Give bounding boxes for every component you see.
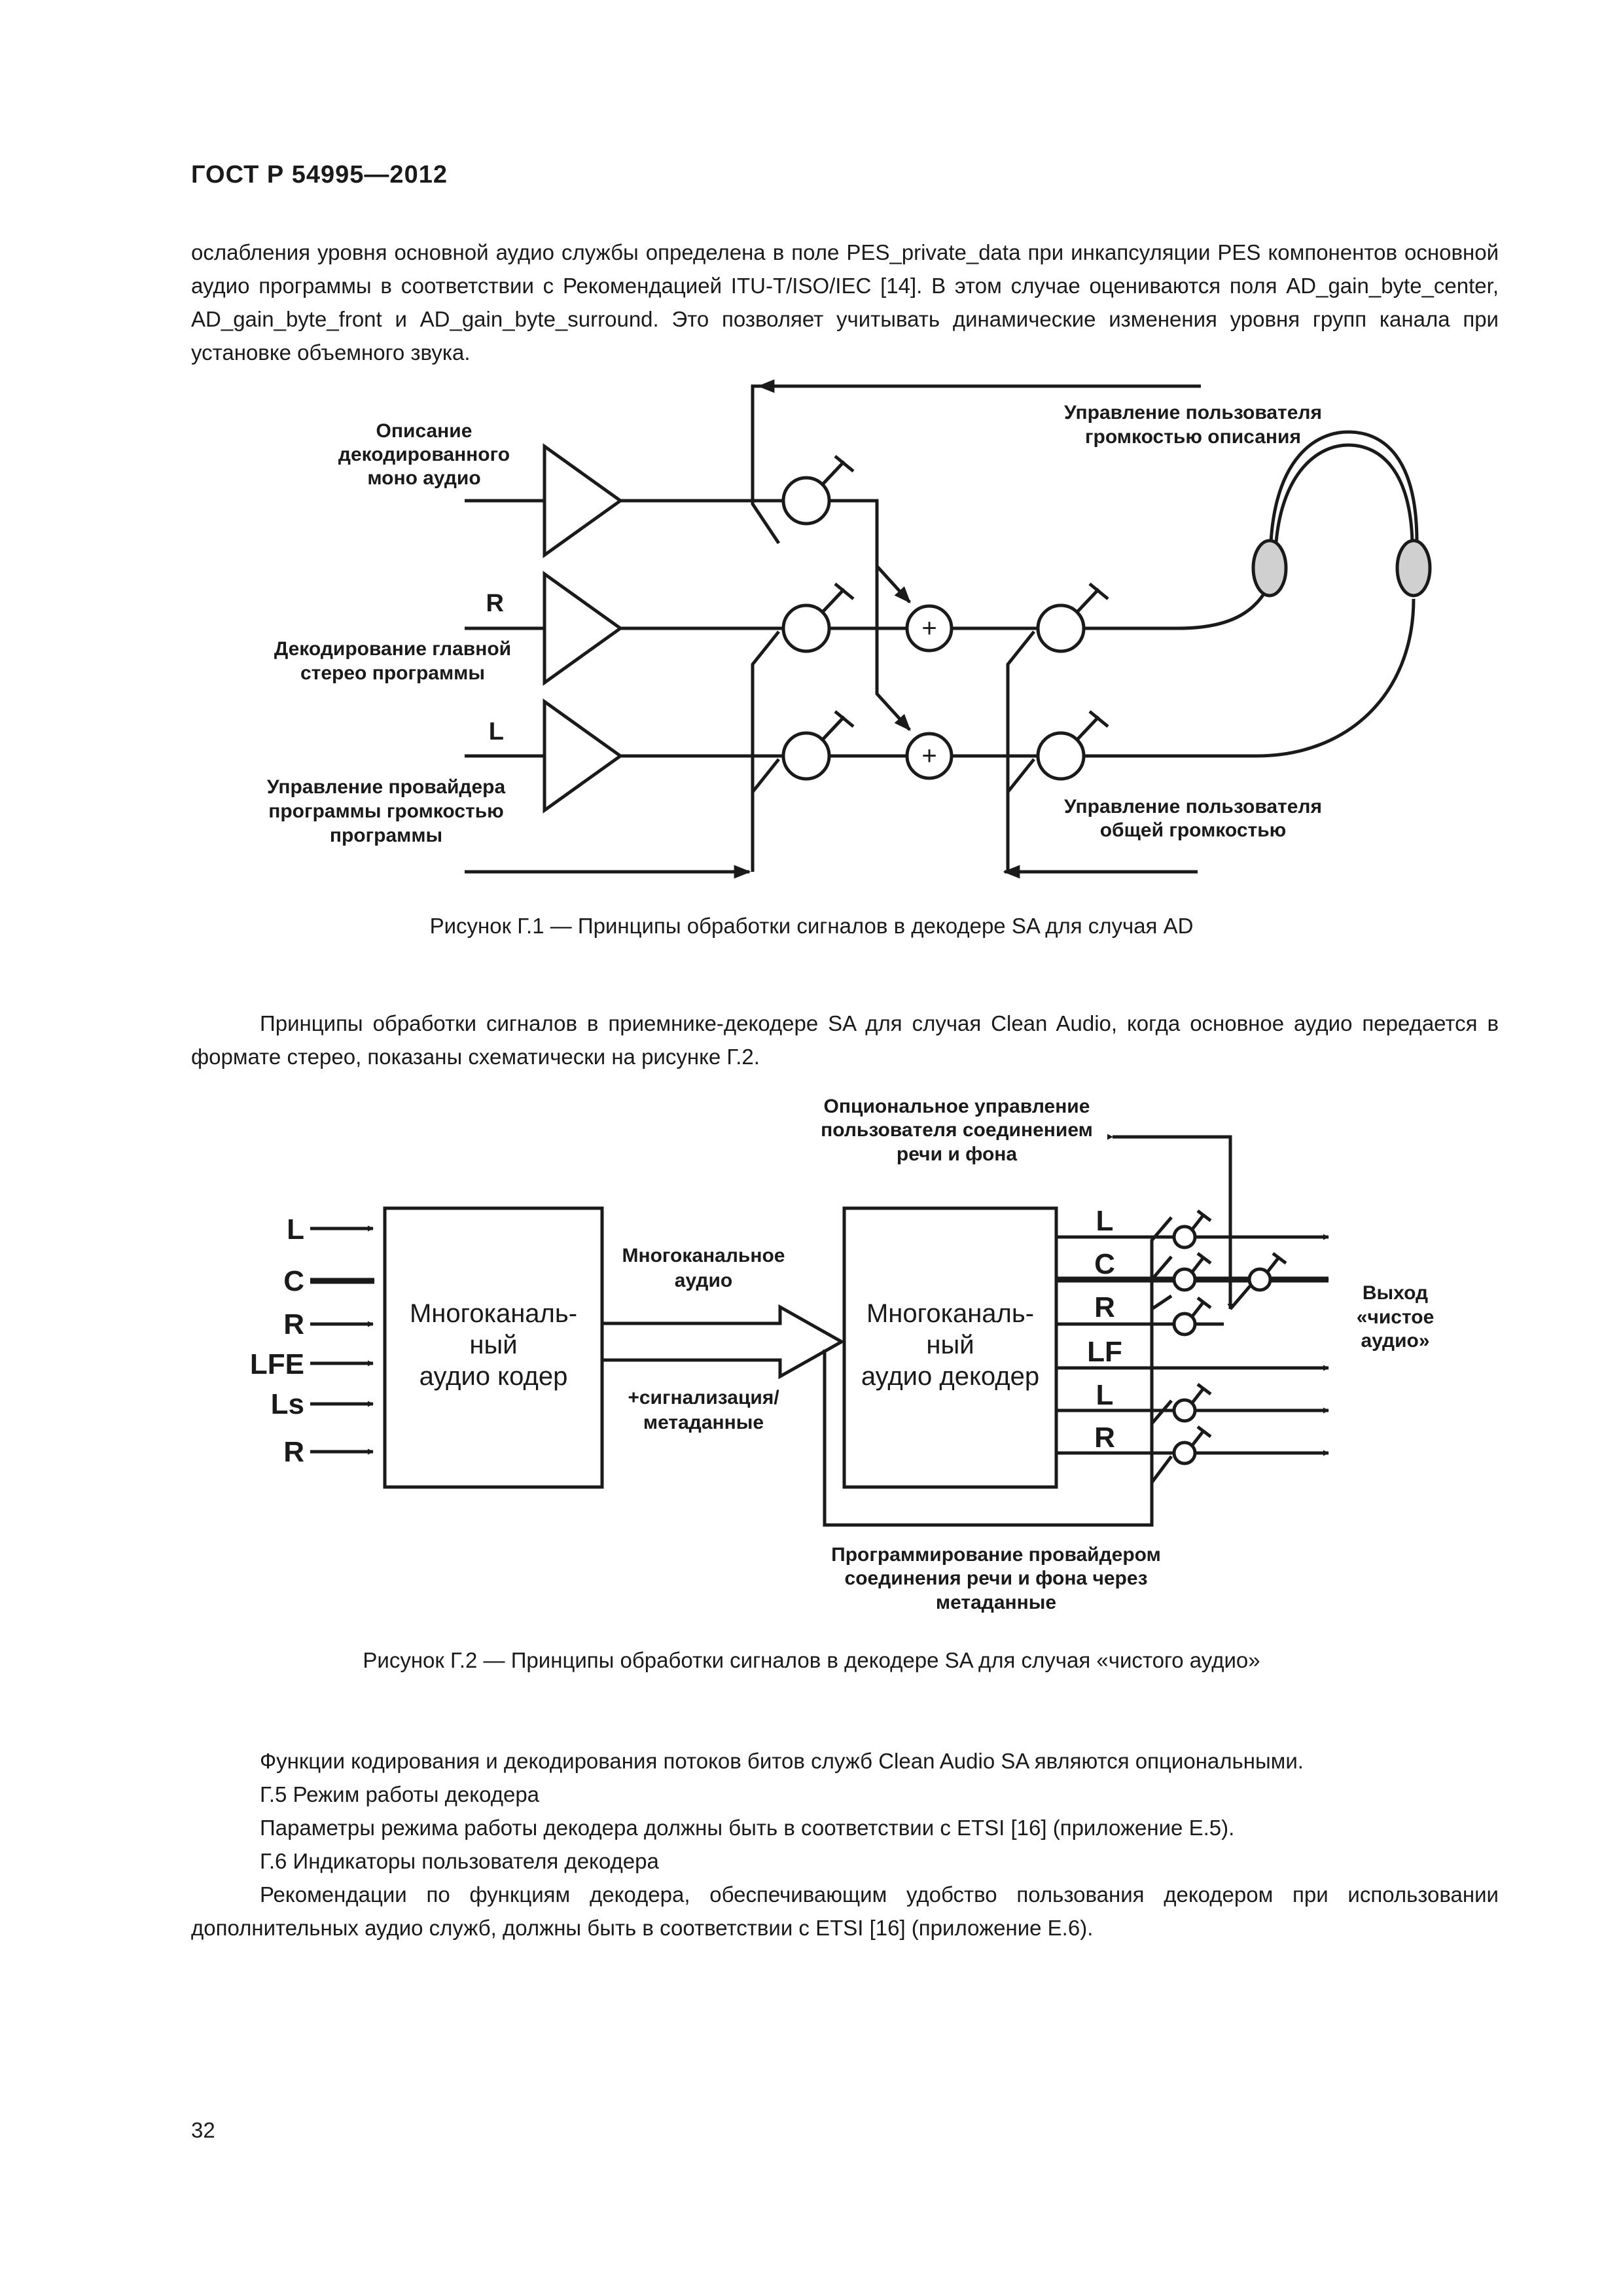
output-label-l: L bbox=[1096, 1205, 1114, 1237]
closing-paragraph: Рекомендации по функциям декодера, обесп… bbox=[191, 1882, 1499, 1940]
provider-control-link-l bbox=[751, 758, 780, 793]
page-number: 32 bbox=[191, 2118, 215, 2142]
input-label-rs: R bbox=[283, 1436, 304, 1468]
provider-label-3: метаданные bbox=[936, 1592, 1056, 1613]
intro-paragraph: ослабления уровня основной аудио службы … bbox=[191, 240, 1499, 365]
plus-left: + bbox=[921, 742, 936, 770]
body-line-1: Функции кодирования и декодирования пото… bbox=[260, 1749, 1304, 1773]
left-amplifier bbox=[543, 698, 624, 814]
plus-right: + bbox=[921, 614, 936, 643]
output-label-rs: R bbox=[1094, 1422, 1115, 1454]
document-header: ГОСТ Р 54995—2012 bbox=[191, 161, 448, 188]
knob-rs bbox=[1172, 1441, 1197, 1465]
label-l: L bbox=[489, 718, 504, 745]
knob-r bbox=[1172, 1312, 1197, 1336]
input-label-r: R bbox=[283, 1308, 304, 1340]
label-prov-1: Управление провайдера bbox=[267, 776, 506, 798]
label-r: R bbox=[486, 590, 504, 617]
optional-control-line bbox=[1113, 1135, 1234, 1310]
input-label-c: C bbox=[283, 1265, 304, 1297]
exit-label-3: аудио» bbox=[1361, 1330, 1429, 1352]
label-user-desc-2: громкостью описания bbox=[1085, 426, 1301, 448]
decoder-box bbox=[842, 1206, 1058, 1489]
left-earcup bbox=[1251, 539, 1288, 598]
figure-2-caption: Рисунок Г.2 — Принципы обработки сигнало… bbox=[363, 1648, 1260, 1672]
middle-paragraph: Принципы обработки сигналов в приемнике-… bbox=[191, 1011, 1499, 1069]
provider-label-2: соединения речи и фона через bbox=[845, 1568, 1148, 1589]
signal-label-2: метаданные bbox=[643, 1412, 764, 1433]
label-user-desc-1: Управление пользователя bbox=[1064, 402, 1322, 423]
stream-label-1: Многоканальное bbox=[622, 1245, 785, 1266]
right-earcup bbox=[1395, 539, 1432, 598]
right-amplifier bbox=[543, 571, 624, 686]
input-label-ls: Ls bbox=[271, 1388, 304, 1420]
output-label-r: R bbox=[1094, 1291, 1115, 1323]
label-user-total-2: общей громкостью bbox=[1100, 819, 1287, 841]
output-label-c: C bbox=[1094, 1248, 1115, 1280]
input-label-lfe: LFE bbox=[250, 1348, 304, 1380]
figure-1-caption: Рисунок Г.1 — Принципы обработки сигнало… bbox=[429, 914, 1194, 938]
exit-label-1: Выход bbox=[1363, 1282, 1428, 1304]
label-user-total-1: Управление пользователя bbox=[1064, 796, 1322, 817]
label-prov-2: программы громкостью bbox=[268, 800, 504, 822]
decoder-label-3: аудио декодер bbox=[861, 1362, 1039, 1391]
output-label-ls: L bbox=[1096, 1379, 1114, 1411]
knob-ls bbox=[1172, 1398, 1197, 1423]
label-desc-1: Описание bbox=[376, 420, 473, 442]
encoder-label-2: ный bbox=[469, 1331, 517, 1359]
body-line-3: Параметры режима работы декодера должны … bbox=[260, 1816, 1235, 1840]
decoder-label-2: ный bbox=[926, 1331, 974, 1359]
user-control-link-r bbox=[1006, 630, 1035, 872]
provider-control-link-r bbox=[751, 630, 780, 872]
desc-amplifier bbox=[543, 443, 624, 558]
knob-c bbox=[1172, 1267, 1197, 1292]
optional-label-3: речи и фона bbox=[897, 1143, 1018, 1165]
stream-arrow bbox=[602, 1304, 846, 1380]
section-heading-g6: Г.6 Индикаторы пользователя декодера bbox=[260, 1849, 659, 1873]
output-label-lf: LF bbox=[1087, 1336, 1122, 1368]
label-prov-3: программы bbox=[330, 825, 442, 846]
label-desc-3: моно аудио bbox=[367, 467, 480, 489]
stream-label-2: аудио bbox=[675, 1270, 732, 1291]
optional-label-1: Опциональное управление bbox=[824, 1096, 1090, 1117]
knob-mix bbox=[1247, 1267, 1272, 1292]
label-main-2: стерео программы bbox=[300, 662, 485, 684]
figure-2-diagram: L C R LFE Ls R Многоканаль- ный аудио ко… bbox=[250, 1096, 1435, 1613]
section-heading-g5: Г.5 Режим работы декодера bbox=[260, 1782, 540, 1806]
user-control-link-l bbox=[1007, 758, 1035, 793]
exit-label-2: «чистое bbox=[1357, 1306, 1435, 1328]
label-desc-2: декодированного bbox=[338, 444, 510, 465]
input-label-l: L bbox=[287, 1213, 304, 1246]
signal-label-1: +сигнализация/ bbox=[628, 1387, 779, 1408]
encoder-label-1: Многоканаль- bbox=[410, 1299, 577, 1328]
encoder-label-3: аудио кодер bbox=[419, 1362, 568, 1391]
figure-1-diagram: + + Описание декодированного моно аудио … bbox=[267, 379, 1432, 879]
knob-l bbox=[1172, 1225, 1197, 1249]
desc-control-link bbox=[751, 384, 781, 545]
encoder-box bbox=[383, 1206, 604, 1489]
decoder-label-1: Многоканаль- bbox=[866, 1299, 1034, 1328]
provider-label-1: Программирование провайдером bbox=[831, 1544, 1161, 1566]
label-main-1: Декодирование главной bbox=[274, 638, 511, 660]
provider-metadata-line bbox=[823, 1350, 1173, 1527]
optional-label-2: пользователя соединением bbox=[821, 1119, 1093, 1141]
